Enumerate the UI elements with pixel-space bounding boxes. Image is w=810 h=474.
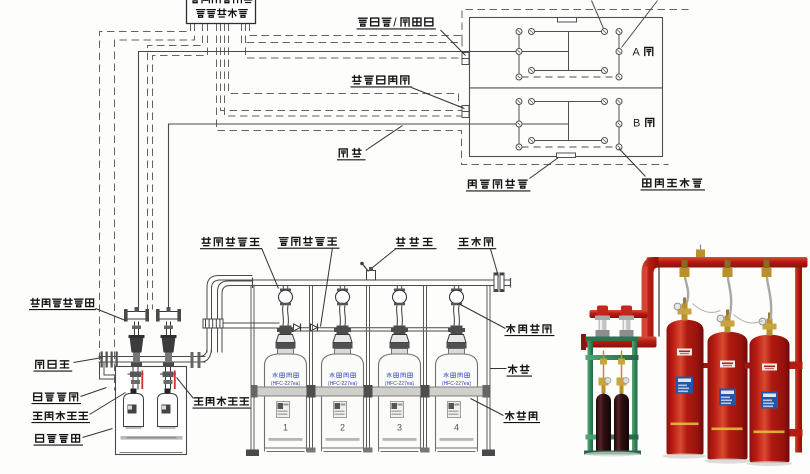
svg-text:B: B bbox=[633, 118, 640, 130]
svg-text:A: A bbox=[633, 47, 641, 59]
svg-text:1: 1 bbox=[283, 423, 288, 433]
svg-text:(HFC-227ea): (HFC-227ea) bbox=[385, 381, 415, 387]
svg-text:(HFC-227ea): (HFC-227ea) bbox=[328, 381, 358, 387]
svg-text:2: 2 bbox=[340, 423, 345, 433]
svg-text:4: 4 bbox=[454, 423, 459, 433]
svg-text:(HFC-227ea): (HFC-227ea) bbox=[442, 381, 472, 387]
svg-text:/: / bbox=[393, 15, 397, 29]
svg-text:(HFC-227ea): (HFC-227ea) bbox=[271, 381, 301, 387]
svg-text:3: 3 bbox=[397, 423, 402, 433]
